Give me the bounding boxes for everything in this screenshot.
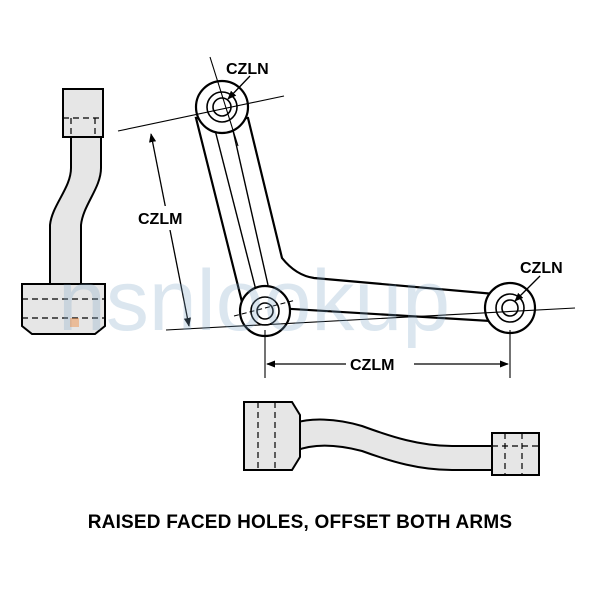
left-view-hidden-lines (22, 117, 105, 319)
left-side-view (21, 88, 106, 335)
figure-caption: RAISED FACED HOLES, OFFSET BOTH ARMS (87, 512, 513, 533)
right-hole-leader (514, 275, 541, 302)
vertical-dim-label-gap (134, 206, 200, 230)
bottom-view-hidden-lines (257, 402, 539, 475)
horizontal-dimension-label: CZLM (350, 357, 394, 374)
center-lines (117, 56, 576, 378)
top-hole-label: CZLN (226, 61, 269, 78)
bottom-view-arm (294, 418, 493, 471)
left-view-top-boss (62, 88, 104, 138)
bottom-side-view (243, 401, 540, 476)
top-hole-leader (227, 75, 251, 100)
bottom-view-left-boss (243, 401, 301, 471)
horizontal-dim-label-gap (346, 352, 414, 376)
arm-rib-line (213, 125, 261, 307)
vertical-dimension-label: CZLM (138, 211, 182, 228)
top-hole-boss (194, 79, 250, 135)
bottom-view-right-boss (491, 432, 540, 476)
watermark-accent (70, 318, 79, 327)
arm-rib-line (231, 125, 269, 286)
center-plan-view (117, 56, 576, 378)
right-hole-label: CZLN (520, 260, 563, 277)
left-view-bottom-boss (21, 283, 106, 335)
watermark-logo: nsnlookup (58, 253, 450, 349)
right-hole-boss (483, 281, 537, 335)
